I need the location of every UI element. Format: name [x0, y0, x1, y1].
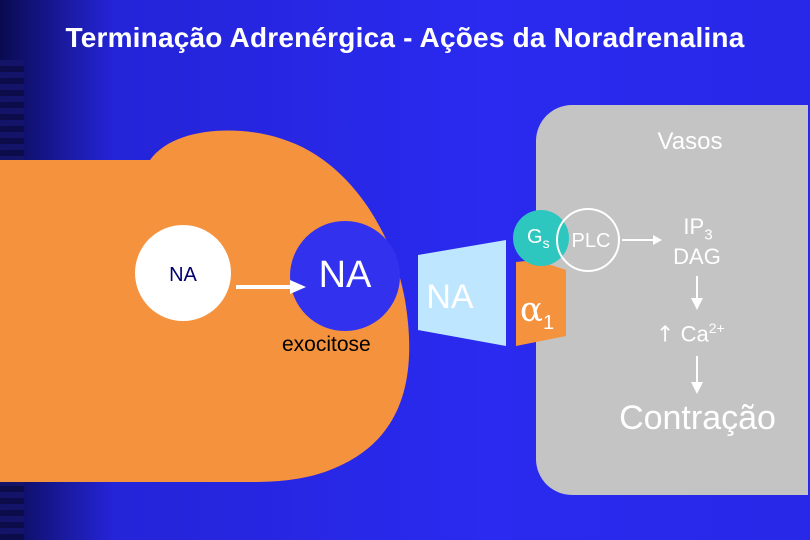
- large-vesicle-label: NA: [318, 254, 372, 296]
- ip3-label-sub: 3: [704, 226, 713, 244]
- calcium-to-contraction-arrow-head: [691, 382, 703, 394]
- up-arrow-icon: ↑: [656, 322, 675, 348]
- g-protein-label-base: G: [527, 226, 543, 248]
- vessel-label: Vasos: [657, 128, 723, 155]
- plc-circle: [556, 208, 620, 272]
- receptor-label-base: α: [520, 290, 543, 330]
- g-protein-label: Gs: [527, 226, 550, 251]
- ip3-label: IP3: [668, 214, 728, 243]
- transport-arrow-head: [290, 280, 306, 294]
- exocytosis-label: exocitose: [282, 333, 371, 356]
- ip3-label-base: IP: [683, 214, 705, 239]
- dag-to-calcium-arrow-head: [691, 298, 703, 310]
- receptor-label-sub: 1: [542, 311, 555, 334]
- g-protein-circle: [513, 210, 569, 266]
- small-vesicle: [135, 225, 231, 321]
- small-vesicle-label: NA: [169, 264, 197, 286]
- receptor-label: α1: [520, 290, 554, 335]
- g-protein-label-sub: s: [542, 235, 550, 251]
- calcium-label: ↑ Ca2+: [656, 320, 725, 347]
- contraction-label: Contração: [619, 399, 776, 437]
- alpha1-receptor: [516, 260, 566, 346]
- synaptic-cleft: [418, 240, 506, 346]
- vessel-panel: [536, 105, 808, 495]
- slide-title: Terminação Adrenérgica - Ações da Noradr…: [65, 22, 745, 53]
- calcium-label-base: Ca: [680, 321, 709, 347]
- plc-to-ip3-arrow-head: [653, 235, 662, 245]
- dag-label: DAG: [673, 244, 721, 269]
- calcium-label-sup: 2+: [708, 320, 725, 336]
- plc-label: PLC: [571, 230, 611, 252]
- released-na-label: NA: [426, 278, 474, 316]
- large-vesicle: [290, 221, 400, 331]
